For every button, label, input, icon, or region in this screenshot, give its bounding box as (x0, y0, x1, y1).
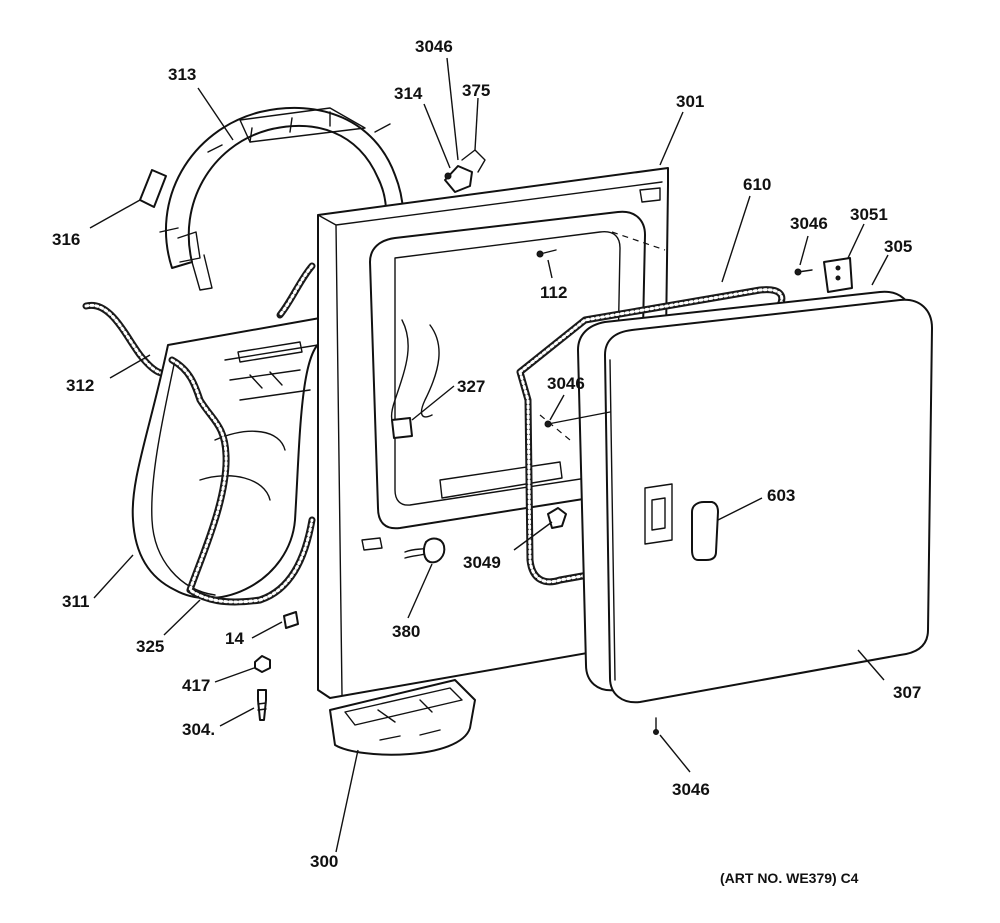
callout-3051: 3051 (850, 205, 888, 224)
callout-312: 312 (66, 376, 95, 395)
callout-3046-bottom: 3046 (672, 780, 710, 799)
callout-307: 307 (893, 683, 922, 702)
callout-380: 380 (392, 622, 421, 641)
part-305-outer-door (604, 298, 933, 704)
callout-375: 375 (462, 81, 491, 100)
part-325-duct-gasket (168, 356, 316, 606)
part-3049-door-catch (547, 507, 567, 529)
callout-304: 304. (182, 720, 216, 739)
callout-3049: 3049 (463, 553, 501, 572)
part-304-bolt (257, 689, 267, 721)
part-327-door-switch (390, 319, 440, 439)
callout-14: 14 (225, 629, 244, 648)
part-603-handle (691, 501, 719, 561)
callout-610: 610 (743, 175, 772, 194)
part-112-screw (536, 249, 557, 258)
callout-603: 603 (767, 486, 796, 505)
callout-112: 112 (540, 283, 568, 302)
callout-417: 417 (182, 676, 211, 695)
part-3046-screws (544, 268, 813, 735)
callout-3046-door: 3046 (547, 374, 585, 393)
callout-316: 316 (52, 230, 81, 249)
part-314-375-lamp (444, 149, 486, 193)
part-14-clip (283, 611, 299, 629)
callout-301: 301 (676, 92, 705, 111)
callout-313: 313 (168, 65, 197, 84)
callout-325: 325 (136, 637, 165, 656)
part-3051-hinge (823, 257, 853, 293)
callout-3046-hinge: 3046 (790, 214, 828, 233)
callout-305: 305 (884, 237, 913, 256)
callout-314: 314 (394, 84, 423, 103)
part-316-pad (139, 169, 167, 208)
part-380-lamp-socket (404, 537, 446, 564)
callout-327: 327 (457, 377, 486, 396)
art-number: (ART NO. WE379) C4 (720, 870, 859, 886)
callout-311: 311 (62, 592, 90, 611)
part-417-nut (254, 655, 271, 673)
leader-lines (89, 57, 889, 853)
part-300-toe-plate (329, 679, 476, 756)
part-301-front-panel (317, 167, 669, 699)
callout-3046-lamp: 3046 (415, 37, 453, 56)
callout-300: 300 (310, 852, 339, 871)
